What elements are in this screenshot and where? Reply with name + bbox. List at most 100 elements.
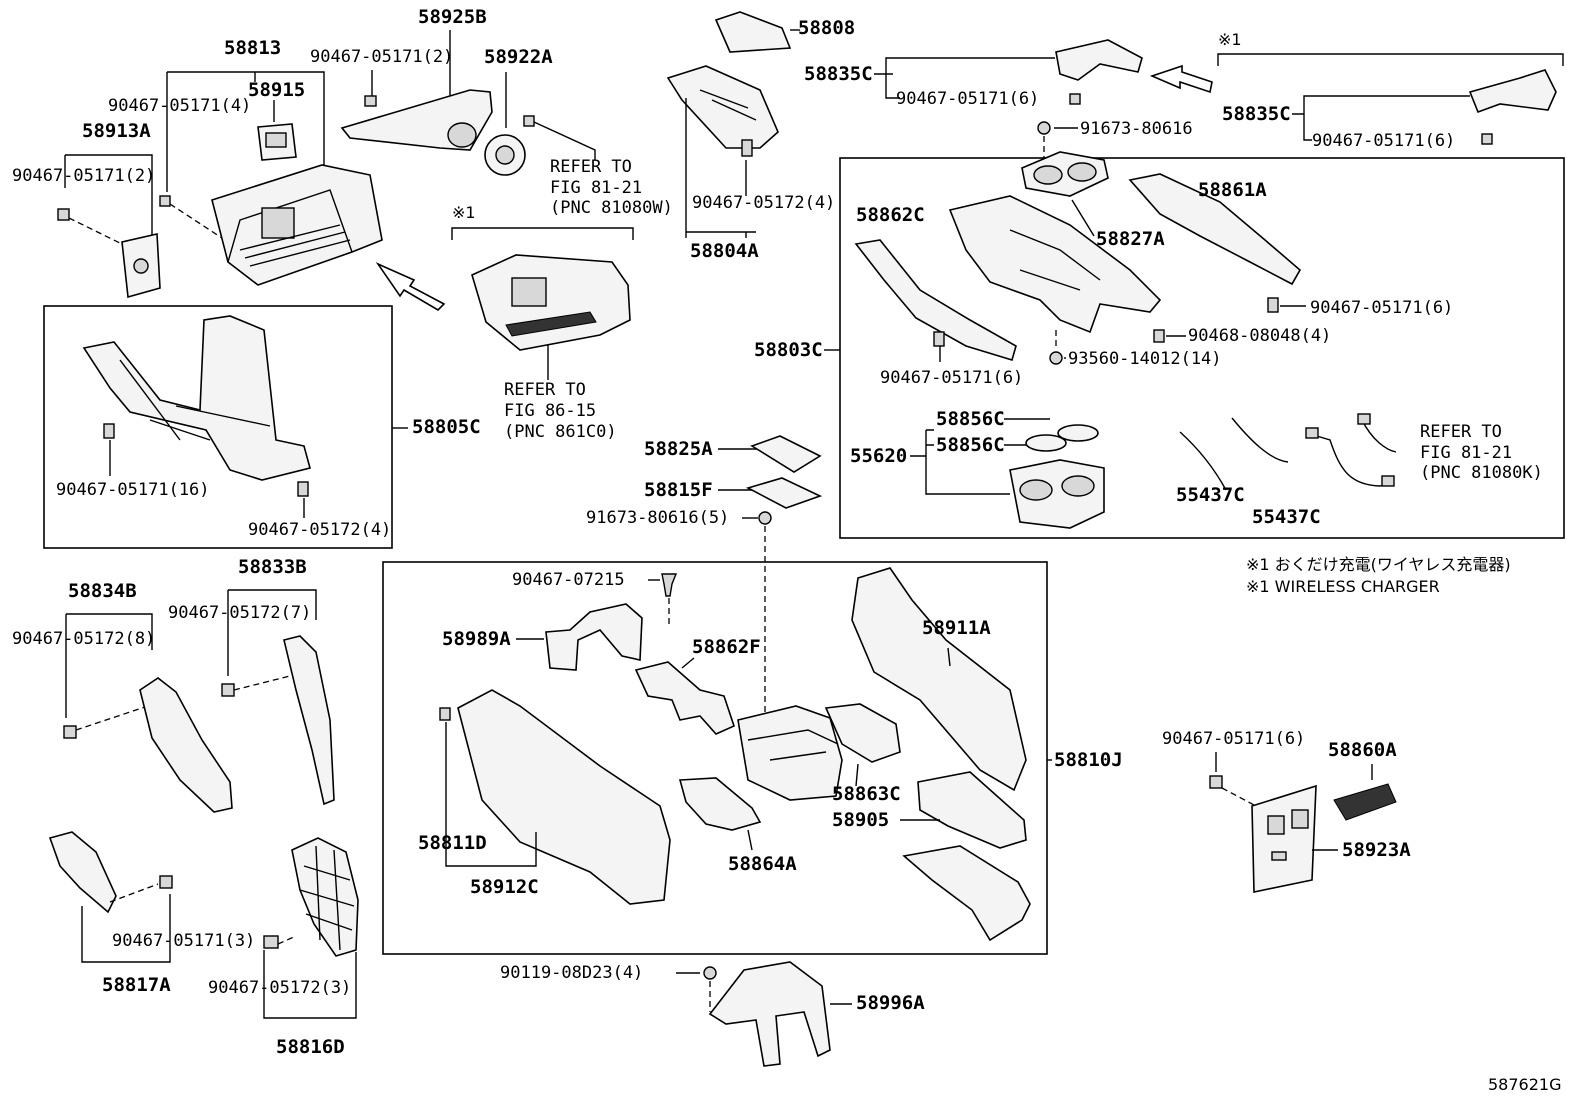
label-55620[interactable]: 55620 — [850, 445, 907, 467]
part-58860A[interactable] — [1333, 783, 1397, 821]
label-90467-05172-3[interactable]: 90467-05172(3) — [208, 978, 351, 998]
label-58813[interactable]: 58813 — [224, 37, 281, 59]
part-58833B[interactable] — [283, 635, 335, 806]
label-58825A[interactable]: 58825A — [644, 438, 713, 460]
label-58808[interactable]: 58808 — [798, 17, 855, 39]
label-58989A[interactable]: 58989A — [442, 628, 511, 650]
label-58835C-right[interactable]: 58835C — [1222, 103, 1291, 125]
part-55437C[interactable] — [1231, 417, 1289, 463]
label-58833B[interactable]: 58833B — [238, 556, 307, 578]
label-58905[interactable]: 58905 — [832, 809, 889, 831]
label-90467-05172-7[interactable]: 90467-05172(7) — [168, 603, 311, 623]
label-90467-05172-4a[interactable]: 90467-05172(4) — [692, 193, 835, 213]
label-90467-05171-6b[interactable]: 90467-05171(6) — [1312, 131, 1455, 151]
label-58915[interactable]: 58915 — [248, 79, 305, 101]
part-58905[interactable] — [917, 771, 1027, 849]
part-58856C[interactable] — [1025, 434, 1067, 452]
label-90467-07215[interactable]: 90467-07215 — [512, 570, 625, 590]
part-console-bracket[interactable] — [737, 705, 843, 801]
label-90467-05171-3[interactable]: 90467-05171(3) — [112, 931, 255, 951]
label-58925B[interactable]: 58925B — [418, 6, 487, 28]
label-58803C[interactable]: 58803C — [754, 339, 823, 361]
part-58862C[interactable] — [854, 239, 1017, 362]
ref-81-21k-line3: (PNC 81080K) — [1420, 463, 1543, 483]
label-58810J[interactable]: 58810J — [1054, 749, 1123, 771]
label-55437C-b[interactable]: 55437C — [1252, 506, 1321, 528]
part-wire-harness[interactable] — [1309, 433, 1393, 487]
label-91673-80616[interactable]: 91673-80616 — [1080, 119, 1193, 139]
label-90467-05171-6d[interactable]: 90467-05171(6) — [880, 368, 1023, 388]
mark-note1: ※1 — [452, 203, 476, 222]
label-90467-05171-4[interactable]: 90467-05171(4) — [108, 96, 251, 116]
part-58805C[interactable] — [82, 315, 311, 481]
label-58911A[interactable]: 58911A — [922, 617, 991, 639]
label-58834B[interactable]: 58834B — [68, 580, 137, 602]
part-58863C[interactable] — [824, 703, 901, 763]
label-58861A[interactable]: 58861A — [1198, 179, 1267, 201]
label-58923A[interactable]: 58923A — [1342, 839, 1411, 861]
label-90467-05171-6c[interactable]: 90467-05171(6) — [1310, 298, 1453, 318]
part-console-top[interactable] — [948, 195, 1162, 334]
label-58863C[interactable]: 58863C — [832, 783, 901, 805]
group-rear-console-box: 58813 58915 90467-05171(4) 58913A 90467-… — [12, 6, 673, 312]
label-90467-05172-8[interactable]: 90467-05172(8) — [12, 629, 155, 649]
label-58827A[interactable]: 58827A — [1096, 228, 1165, 250]
part-58834B[interactable] — [139, 677, 233, 813]
part-58923A[interactable] — [1251, 784, 1317, 893]
label-91673-80616-5[interactable]: 91673-80616(5) — [586, 508, 729, 528]
label-58912C[interactable]: 58912C — [470, 876, 539, 898]
figure-id: 587621G — [1488, 1075, 1561, 1094]
label-58835C-top[interactable]: 58835C — [804, 63, 873, 85]
label-90467-05172-4b[interactable]: 90467-05172(4) — [248, 520, 391, 540]
part-58911A[interactable] — [851, 567, 1027, 792]
label-58862F[interactable]: 58862F — [692, 636, 761, 658]
clip-icon — [297, 481, 309, 497]
label-55437C-a[interactable]: 55437C — [1176, 484, 1245, 506]
part-58813[interactable] — [211, 164, 383, 286]
label-58913A[interactable]: 58913A — [82, 120, 151, 142]
label-90467-05171-6e[interactable]: 90467-05171(6) — [1162, 729, 1305, 749]
label-90467-05171-6a[interactable]: 90467-05171(6) — [896, 89, 1039, 109]
label-90467-05171-2b[interactable]: 90467-05171(2) — [12, 166, 155, 186]
arrow-icon — [1149, 64, 1213, 94]
part-58817A[interactable] — [48, 831, 117, 914]
label-90467-05171-16[interactable]: 90467-05171(16) — [56, 480, 210, 500]
label-90119-08D23-4[interactable]: 90119-08D23(4) — [500, 963, 643, 983]
part-58825A[interactable] — [750, 435, 822, 473]
label-58864A[interactable]: 58864A — [728, 853, 797, 875]
part-wireless-tray[interactable] — [471, 254, 631, 351]
label-58805C[interactable]: 58805C — [412, 416, 481, 438]
part-55437C[interactable] — [1179, 431, 1227, 491]
label-58815F[interactable]: 58815F — [644, 479, 713, 501]
label-58996A[interactable]: 58996A — [856, 992, 925, 1014]
part-58989A[interactable] — [545, 603, 643, 671]
label-58862C[interactable]: 58862C — [856, 204, 925, 226]
part-58996A[interactable] — [708, 961, 831, 1067]
label-58817A[interactable]: 58817A — [102, 974, 171, 996]
label-90468-08048-4[interactable]: 90468-08048(4) — [1188, 326, 1331, 346]
label-90467-05171-2a[interactable]: 90467-05171(2) — [310, 47, 453, 67]
part-58856C[interactable] — [1057, 424, 1099, 442]
label-58811D[interactable]: 58811D — [418, 832, 487, 854]
label-58804A[interactable]: 58804A — [690, 240, 759, 262]
part-58804A[interactable] — [666, 65, 779, 149]
label-58816D[interactable]: 58816D — [276, 1036, 345, 1058]
part-armrest-base[interactable] — [902, 845, 1031, 942]
part-58864A[interactable] — [678, 777, 762, 831]
label-58922A[interactable]: 58922A — [484, 46, 553, 68]
group-lower-side-trims: 58834B 90467-05172(8) 58833B 90467-05172… — [12, 556, 359, 1058]
clip-icon — [221, 683, 235, 697]
label-58860A[interactable]: 58860A — [1328, 739, 1397, 761]
part-58835C-right[interactable] — [1468, 69, 1557, 114]
part-58862F[interactable] — [634, 661, 735, 735]
group-tray-mats: 58825A 58815F 91673-80616(5) — [586, 435, 823, 712]
part-58808[interactable] — [714, 11, 792, 53]
part-58835C-top[interactable] — [1055, 39, 1143, 81]
part-58815F[interactable] — [745, 477, 823, 509]
label-58856C-a[interactable]: 58856C — [936, 408, 1005, 430]
group-shift-panel: 58808 90467-05172(4) 58804A — [666, 11, 855, 262]
label-58856C-b[interactable]: 58856C — [936, 434, 1005, 456]
part-58912C[interactable] — [457, 689, 671, 905]
label-93560-14012-14[interactable]: 93560-14012(14) — [1068, 349, 1222, 369]
part-58861A[interactable] — [1128, 173, 1302, 286]
